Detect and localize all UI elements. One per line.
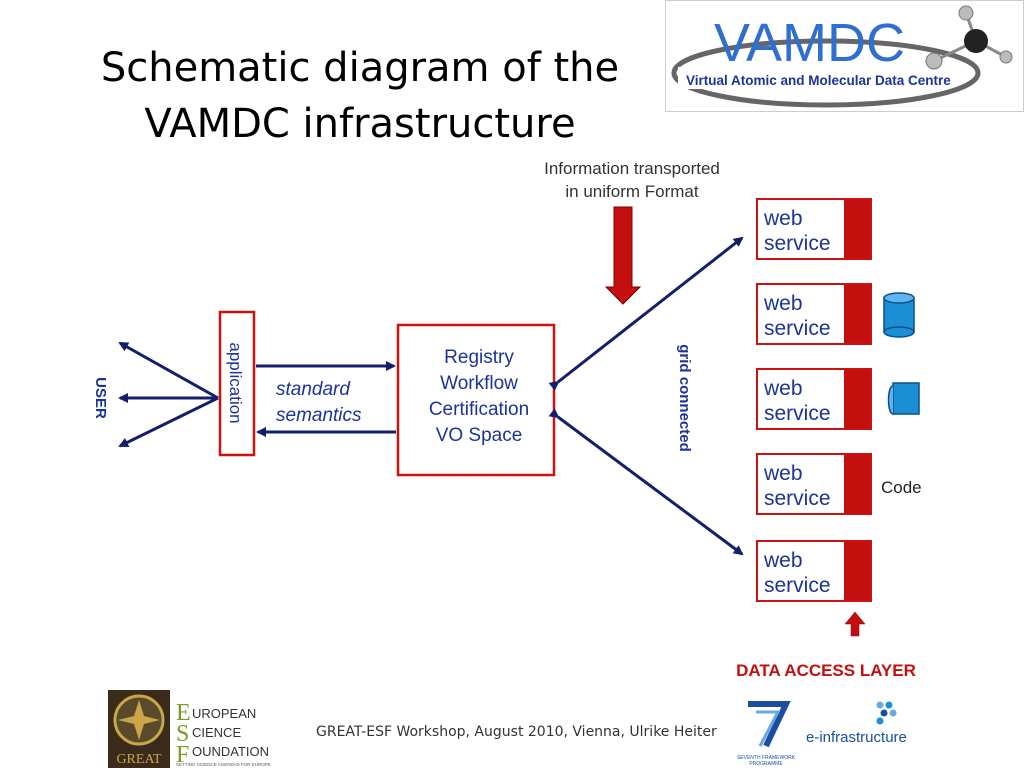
esf-tagline: SETTING SCIENCE AGENDAS FOR EUROPE (176, 762, 271, 767)
registry-box (396, 323, 556, 477)
data-access-arrow (844, 611, 866, 637)
grid-connected-label: grid connected (676, 344, 693, 452)
web-service-box: web service (756, 453, 872, 515)
web-service-label: web service (764, 462, 831, 510)
database-icon (883, 292, 915, 338)
web-service-label: web service (764, 292, 831, 340)
slide-title: Schematic diagram of the VAMDC infrastru… (60, 40, 660, 152)
title-line-2: VAMDC infrastructure (144, 101, 576, 147)
application-label: application (226, 342, 245, 423)
application-box (218, 310, 256, 457)
user-arrow-down (118, 396, 219, 448)
fp7-caption-line-1: SEVENTH FRAMEWORK (737, 755, 796, 761)
svg-text:S: S (176, 721, 189, 747)
document-scroll-icon (887, 382, 920, 415)
footer-text: GREAT-ESF Workshop, August 2010, Vienna,… (316, 724, 717, 740)
vamdc-logo-name: VAMDC (714, 13, 905, 73)
fp7-caption-line-2: PROGRAMME (749, 761, 783, 767)
semantics-label-line-2: semantics (276, 405, 362, 426)
e-infrastructure-label: e-infrastructure (806, 729, 907, 746)
workflow-line: Workflow (440, 373, 518, 394)
svg-text:F: F (176, 742, 189, 768)
vamdc-logo: VAMDC Virtual Atomic and Molecular Data … (665, 0, 1024, 112)
vamdc-logo-subtitle: Virtual Atomic and Molecular Data Centre (686, 73, 951, 88)
user-label: USER (92, 377, 109, 419)
title-line-1: Schematic diagram of the (100, 45, 620, 91)
user-arrow-up (118, 341, 219, 400)
web-service-box: web service (756, 283, 872, 345)
web-service-box: web service (756, 368, 872, 430)
esf-line-1: UROPEAN (192, 706, 256, 721)
great-logo: GREAT (108, 690, 170, 768)
vo-space-line: VO Space (436, 425, 523, 446)
great-logo-text: GREAT (116, 752, 162, 767)
certification-line: Certification (429, 399, 529, 420)
code-label: Code (881, 478, 922, 497)
e-infrastructure-logo: e-infrastructure (806, 701, 907, 746)
info-flow-arrow (604, 206, 642, 305)
web-service-label: web service (764, 207, 831, 255)
grid-arrow-bottom (548, 408, 744, 556)
web-service-box: web service (756, 540, 872, 602)
info-label-line-1: Information transported (544, 159, 720, 178)
fp7-logo: SEVENTH FRAMEWORK PROGRAMME (737, 701, 796, 767)
web-service-label: web service (764, 549, 831, 597)
web-service-box: web service (756, 198, 872, 260)
semantics-label-line-1: standard (276, 379, 351, 400)
grid-arrow-top (548, 236, 744, 391)
web-service-label: web service (764, 377, 831, 425)
esf-logo: E S F UROPEAN CIENCE OUNDATION SETTING S… (170, 690, 292, 768)
great-esf-logos: GREAT E S F UROPEAN CIENCE OUNDATION SET… (108, 690, 292, 768)
svg-text:E: E (176, 700, 191, 726)
registry-line: Registry (444, 347, 514, 368)
esf-line-3: OUNDATION (192, 744, 269, 759)
esf-line-2: CIENCE (192, 725, 241, 740)
info-label-line-2: in uniform Format (565, 182, 698, 201)
eu-logos: SEVENTH FRAMEWORK PROGRAMME e-infrastruc… (737, 701, 907, 767)
data-access-layer-label: DATA ACCESS LAYER (736, 661, 916, 680)
